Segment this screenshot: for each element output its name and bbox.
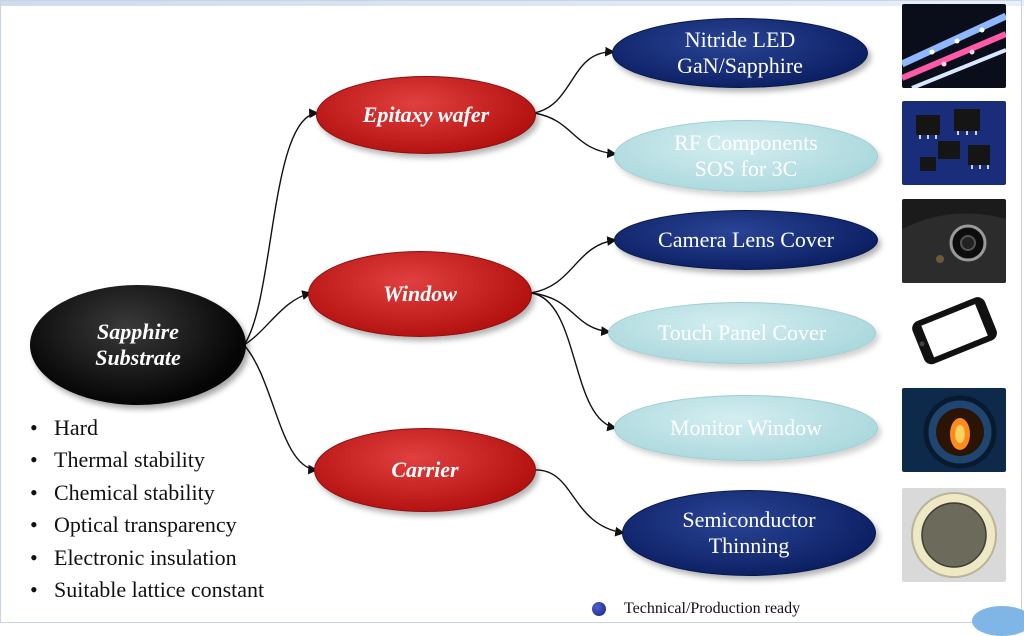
led-strip-image bbox=[902, 4, 1006, 88]
edge-root-epitaxy bbox=[243, 108, 319, 346]
category-label-window: Window bbox=[383, 281, 457, 307]
app-label-camera-lens: Camera Lens Cover bbox=[658, 227, 834, 253]
app-node-monitor-window: Monitor Window bbox=[614, 395, 878, 461]
edge-window-monitor bbox=[530, 292, 617, 432]
app-label-monitor-window: Monitor Window bbox=[669, 415, 823, 441]
app-node-semiconductor-thinning: Semiconductor Thinning bbox=[622, 490, 876, 576]
monitor-window-image bbox=[902, 388, 1006, 472]
property-item: Electronic insulation bbox=[30, 542, 264, 574]
wafer-image bbox=[902, 488, 1006, 582]
category-label-epitaxy: Epitaxy wafer bbox=[362, 102, 490, 128]
legend-marker-dot bbox=[592, 602, 606, 616]
property-item: Thermal stability bbox=[30, 444, 264, 476]
app-label-nitride-led-line2: GaN/Sapphire bbox=[677, 53, 803, 78]
app-node-touch-panel-cover: Touch Panel Cover bbox=[608, 302, 876, 364]
app-label-semiconductor-line2: Thinning bbox=[708, 533, 790, 558]
edge-carrier-semiconductor bbox=[533, 469, 625, 537]
app-label-rf-line2: SOS for 3C bbox=[694, 156, 798, 181]
legend: Technical/Production ready bbox=[592, 598, 800, 620]
property-item: Suitable lattice constant bbox=[30, 574, 264, 606]
app-label-touch-panel: Touch Panel Cover bbox=[657, 320, 827, 346]
app-label-rf-line1: RF Components bbox=[674, 130, 818, 156]
corner-decoration bbox=[972, 606, 1024, 636]
root-label-line2: Substrate bbox=[95, 345, 181, 370]
property-item: Optical transparency bbox=[30, 509, 264, 541]
properties-list: Hard Thermal stability Chemical stabilit… bbox=[30, 412, 264, 606]
camera-lens-image bbox=[902, 199, 1006, 283]
root-node-sapphire-substrate: Sapphire Substrate bbox=[30, 285, 246, 405]
root-label-line1: Sapphire bbox=[97, 319, 179, 345]
app-node-nitride-led: Nitride LED GaN/Sapphire bbox=[612, 18, 868, 88]
category-label-carrier: Carrier bbox=[391, 457, 459, 483]
edge-window-camera bbox=[530, 236, 617, 294]
edge-epitaxy-rf bbox=[533, 112, 617, 159]
app-node-camera-lens-cover: Camera Lens Cover bbox=[614, 210, 878, 270]
app-node-rf-components: RF Components SOS for 3C bbox=[614, 120, 878, 192]
rf-chips-image bbox=[902, 101, 1006, 185]
property-item: Hard bbox=[30, 412, 264, 444]
category-node-carrier: Carrier bbox=[314, 428, 536, 512]
top-accent-bar bbox=[0, 0, 1024, 6]
property-item: Chemical stability bbox=[30, 477, 264, 509]
category-node-epitaxy-wafer: Epitaxy wafer bbox=[316, 76, 536, 154]
slide-frame bbox=[0, 0, 1022, 623]
edge-window-touch bbox=[530, 292, 611, 336]
edge-root-window bbox=[243, 290, 312, 346]
category-node-window: Window bbox=[308, 251, 532, 337]
edge-root-carrier bbox=[243, 344, 318, 475]
edge-epitaxy-led bbox=[533, 46, 615, 114]
app-label-semiconductor-line1: Semiconductor bbox=[682, 507, 816, 533]
legend-label: Technical/Production ready bbox=[624, 600, 801, 617]
touch-panel-image bbox=[902, 290, 1006, 374]
app-label-nitride-led-line1: Nitride LED bbox=[684, 27, 796, 53]
